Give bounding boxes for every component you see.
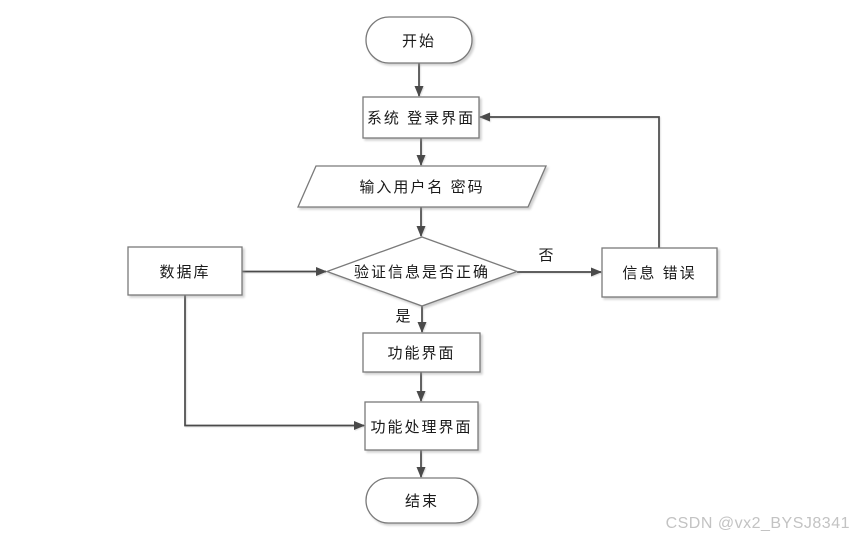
error-node-label: 信息 错误 [622, 265, 697, 282]
edge-label-no: 否 [538, 246, 554, 264]
input-node-label: 输入用户名 密码 [359, 179, 485, 196]
database-node-label: 数据库 [159, 263, 211, 281]
edge-label-yes: 是 [395, 307, 411, 325]
function-node-label: 功能界面 [387, 345, 456, 362]
input-data-shape [297, 165, 547, 208]
login-process-shape [362, 96, 480, 139]
start-terminator-shape [365, 16, 473, 64]
process-ui-node-label: 功能处理界面 [370, 418, 473, 436]
verify-decision-shape [325, 236, 519, 307]
start-node-label: 开始 [401, 32, 436, 50]
verify-node-label: 验证信息是否正确 [353, 264, 490, 281]
end-terminator-shape [365, 477, 479, 524]
database-process-shape [127, 246, 243, 296]
edge-error-login-loop [479, 112, 660, 248]
end-node-label: 结束 [404, 493, 439, 510]
csdn-watermark: CSDN @vx2_BYSJ8341 [665, 515, 850, 532]
process-ui-shape [364, 401, 479, 451]
edge-database-process [184, 295, 365, 430]
login-node-label: 系统 登录界面 [366, 110, 476, 127]
error-process-shape [601, 247, 718, 298]
function-process-shape [362, 332, 481, 373]
